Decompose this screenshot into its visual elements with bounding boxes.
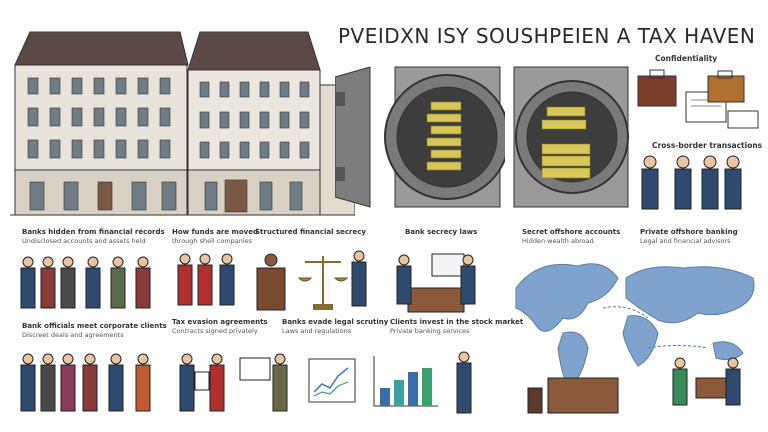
world-map-illustration [515,263,755,414]
businesspeople-group-illustration [20,256,151,309]
cross-border-label: Cross-border transactions [652,141,763,150]
caption-4: Bank secrecy laws [405,228,478,236]
vault-gold-bars-illustration [513,66,629,208]
bank-buildings-illustration [10,31,355,216]
line-chart-icon [308,358,356,403]
briefcase-icon [637,69,759,129]
advisor-figure-illustration [456,351,472,414]
handshake-meeting-illustration [641,155,742,210]
handshake-deal-illustration [177,253,235,306]
documents-presentation-illustration [179,353,288,412]
page-title: PVEIDXN ISY SOUSHPEIEN A TAX HAVEN [338,24,756,48]
banker-desk-illustration [396,253,476,313]
bar-chart-icon [373,356,438,407]
scales-of-justice-icon [256,250,367,311]
businesspeople-row-illustration [20,353,151,412]
confidentiality-label: Confidentiality [655,54,718,63]
vault-door-gold-illustration [335,66,505,208]
caption-3: Structured financial secrecy [255,228,366,236]
